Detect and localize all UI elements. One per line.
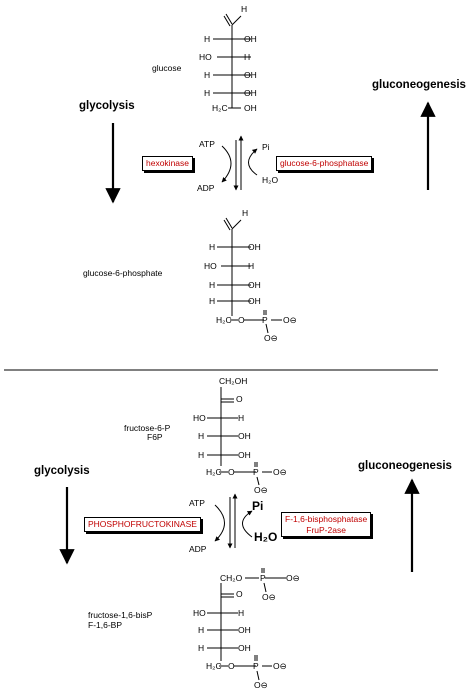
fbp-p1: P xyxy=(260,573,266,583)
g6p-aldehyde-h: H xyxy=(242,208,249,218)
fbp-c4-left: H xyxy=(198,625,205,635)
fbp-o-minus-a: O⊖ xyxy=(286,573,300,583)
g6p-c2-right: OH xyxy=(248,242,261,252)
fbp-c5-right: OH xyxy=(238,643,251,653)
g6p-c5-left: H xyxy=(209,296,216,306)
g6p-o-minus-1: O⊖ xyxy=(283,315,297,325)
c3-left: HO xyxy=(199,52,212,62)
c2-left: H xyxy=(204,34,211,44)
g6p-ch2: H₂C xyxy=(216,315,232,325)
c5-right: OH xyxy=(244,88,257,98)
pi-h2o-curve xyxy=(248,148,258,176)
pi-label-2: Pi xyxy=(252,499,264,513)
fbp-c1: CH₂O xyxy=(220,573,243,583)
fbp-c3-right: H xyxy=(238,608,245,618)
gluconeogenesis-label-2: gluconeogenesis xyxy=(358,460,452,472)
c2-right: OH xyxy=(244,34,257,44)
pi-h2o-curve-2 xyxy=(242,510,253,538)
aldehyde-h: H xyxy=(241,4,248,14)
glucose-6-phosphate-structure xyxy=(217,217,282,334)
fbp-c5-left: H xyxy=(198,643,205,653)
fbp-o-minus-d: O⊖ xyxy=(254,680,268,690)
f6p-label: F6P xyxy=(147,432,163,442)
gluconeogenesis-label: gluconeogenesis xyxy=(372,79,466,91)
atp-label-2: ATP xyxy=(189,498,205,508)
g6p-c3-left: HO xyxy=(204,261,217,271)
adp-label-2: ADP xyxy=(189,544,207,554)
g6p-c4-right: OH xyxy=(248,280,261,290)
g6p-o-minus-2: O⊖ xyxy=(264,333,278,343)
f6p-c3-left: HO xyxy=(193,413,206,423)
f6p-c4-left: H xyxy=(198,431,205,441)
glucose-6-phosphate-label: glucose-6-phosphate xyxy=(83,268,163,278)
pi-label: Pi xyxy=(262,142,270,152)
fbp-keto-o: O xyxy=(236,589,243,599)
f6p-c3-right: H xyxy=(238,413,245,423)
phosphofructokinase-box: PHOSPHOFRUCTOKINASE xyxy=(84,517,201,532)
f6p-c1: CH₂OH xyxy=(219,376,248,386)
f6p-o-minus-1: O⊖ xyxy=(273,467,287,477)
glucose-6-phosphatase-box: glucose-6-phosphatase xyxy=(276,156,373,171)
f6p-ester-o: O xyxy=(228,467,235,477)
c3-right: H xyxy=(244,52,251,62)
glucose-structure xyxy=(213,13,251,109)
g6p-c2-left: H xyxy=(209,242,216,252)
g6p-c3-right: H xyxy=(248,261,255,271)
f6p-p: P xyxy=(253,467,259,477)
c4-right: OH xyxy=(244,70,257,80)
fbp-c3-left: HO xyxy=(193,608,206,618)
f6p-ch2: H₂C xyxy=(206,467,222,477)
glycolysis-label: glycolysis xyxy=(79,100,135,112)
fructose-6-p-label: fructose-6-P xyxy=(124,423,171,433)
hexokinase-box: hexokinase xyxy=(142,156,194,171)
f6p-o-minus-2: O⊖ xyxy=(254,485,268,495)
g6p-c4-left: H xyxy=(209,280,216,290)
c5-left: H xyxy=(204,88,211,98)
fbp-o-minus-b: O⊖ xyxy=(262,592,276,602)
f-1-6-bisphosphatase-box: F-1,6-bisphosphatase FruP-2ase xyxy=(281,512,372,537)
adp-label: ADP xyxy=(197,183,215,193)
g6p-p: P xyxy=(262,315,268,325)
fbp-c4-right: OH xyxy=(238,625,251,635)
fbp-ester-o: O xyxy=(228,661,235,671)
c4-left: H xyxy=(204,70,211,80)
c6-ch2: H₂C xyxy=(212,103,228,113)
frup-2ase-label: FruP-2ase xyxy=(306,524,346,535)
f-1-6-bp-label: F-1,6-BP xyxy=(88,620,123,630)
c6-oh: OH xyxy=(244,103,257,113)
g6p-ester-o: O xyxy=(238,315,245,325)
fructose-1-6-bisp-label: fructose-1,6-bisP xyxy=(88,610,153,620)
glucose-label: glucose xyxy=(152,63,182,73)
atp-label: ATP xyxy=(199,139,215,149)
f6p-c5-right: OH xyxy=(238,450,251,460)
f6p-c5-left: H xyxy=(198,450,205,460)
h2o-label-2: H₂O xyxy=(254,530,278,544)
g6p-c5-right: OH xyxy=(248,296,261,306)
f6p-keto-o: O xyxy=(236,394,243,404)
atp-adp-curve xyxy=(221,145,232,183)
fbp-p6: P xyxy=(253,661,259,671)
atp-adp-curve-2 xyxy=(214,504,225,542)
fructose-1-6-bisphosphate-structure xyxy=(207,568,286,681)
f-1-6-bisphosphatase-label: F-1,6-bisphosphatase xyxy=(285,514,368,524)
fbp-o-minus-c: O⊖ xyxy=(273,661,287,671)
glycolysis-label-2: glycolysis xyxy=(34,465,90,477)
fbp-ch2: H₂C xyxy=(206,661,222,671)
h2o-label: H₂O xyxy=(262,175,279,185)
fructose-6-phosphate-structure xyxy=(207,387,272,486)
f6p-c4-right: OH xyxy=(238,431,251,441)
